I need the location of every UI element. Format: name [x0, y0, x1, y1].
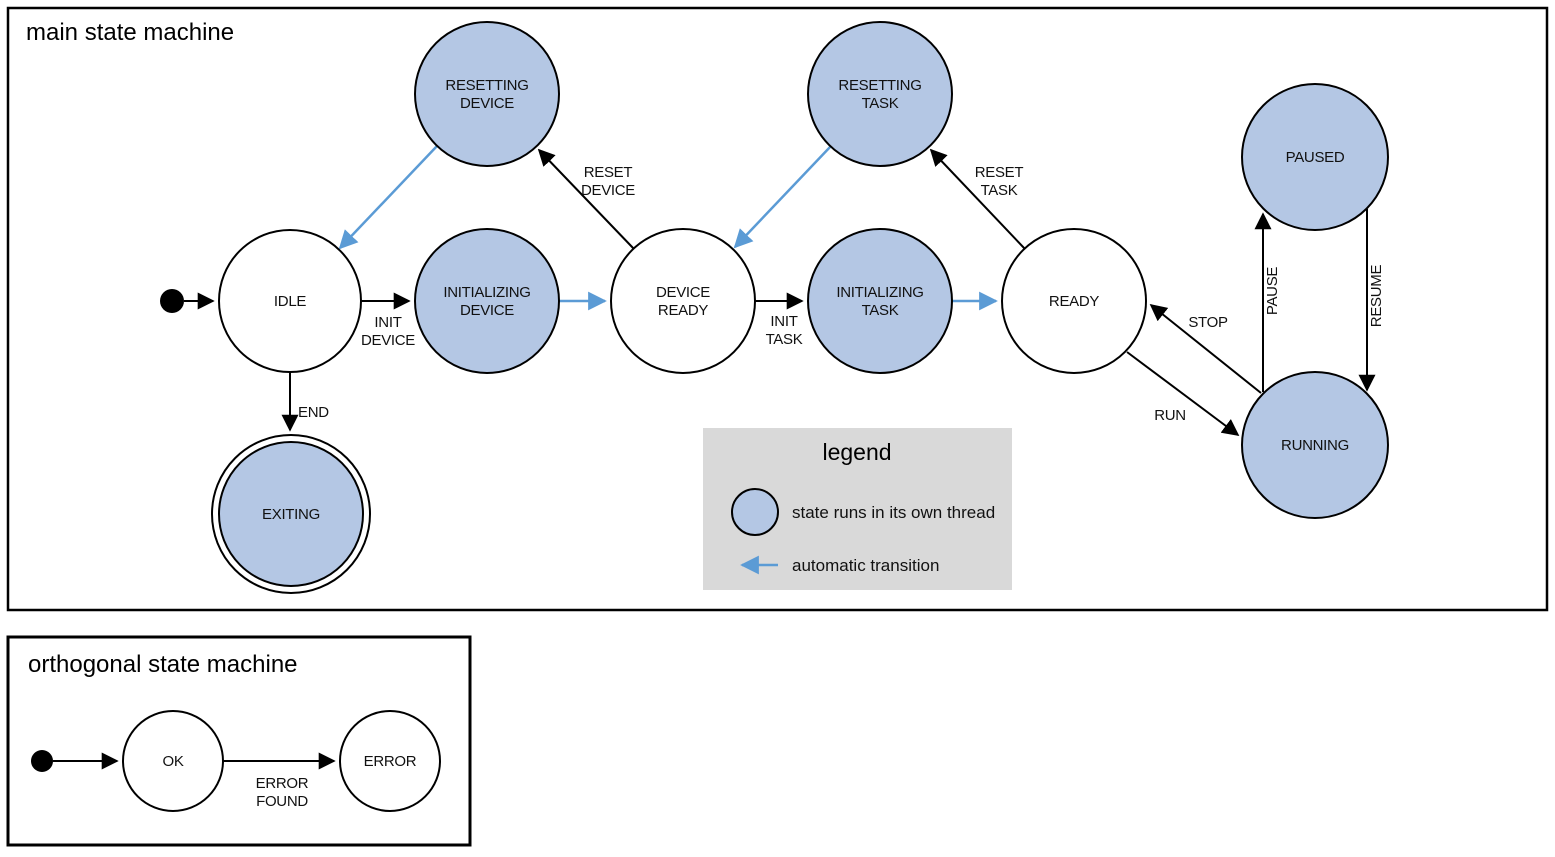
main-panel-title: main state machine	[26, 19, 234, 46]
state-label: RESETTING	[445, 77, 528, 94]
state-circle	[807, 21, 953, 167]
transition-run	[1126, 351, 1240, 437]
state-label: INITIALIZING	[836, 284, 923, 301]
state-circle	[414, 21, 560, 167]
orthogonal-initial-state-dot	[31, 750, 53, 772]
transition-reset-task	[929, 148, 1026, 250]
state-label: EXITING	[262, 506, 320, 523]
state-circle	[1001, 228, 1147, 374]
state-circle	[807, 228, 953, 374]
transition-label-error-found-line2: FOUND	[256, 793, 308, 810]
transition-stop	[1149, 303, 1262, 394]
transition-label-init-task-line1: INIT	[770, 313, 797, 330]
legend-panel: legend state runs in its own thread auto…	[703, 428, 1012, 590]
transition-label-stop: STOP	[1188, 314, 1228, 331]
legend-title: legend	[822, 439, 891, 465]
state-error: ERROR	[339, 710, 441, 812]
state-label: DEVICE	[460, 95, 514, 112]
state-label: RESETTING	[838, 77, 921, 94]
state-label: OK	[162, 753, 183, 770]
transition-label-reset-device-line1: RESET	[584, 164, 633, 181]
state-label: RUNNING	[1281, 437, 1349, 454]
main-state-machine-panel	[6, 6, 1549, 612]
state-resetting-device: RESETTING DEVICE	[414, 21, 560, 167]
state-resetting-task: RESETTING TASK	[807, 21, 953, 167]
state-circle	[218, 229, 362, 373]
state-circle	[610, 228, 756, 374]
state-label: TASK	[862, 302, 899, 319]
state-label: READY	[1049, 293, 1099, 310]
initial-state-dot	[160, 289, 184, 313]
legend-threaded-state-swatch	[731, 488, 779, 536]
state-label: DEVICE	[460, 302, 514, 319]
state-idle: IDLE	[218, 229, 362, 373]
state-label: ERROR	[364, 753, 417, 770]
state-ready: READY	[1001, 228, 1147, 374]
state-circle	[1241, 83, 1389, 231]
state-circle	[339, 710, 441, 812]
state-initializing-task: INITIALIZING TASK	[807, 228, 953, 374]
state-label: READY	[658, 302, 708, 319]
auto-transition-resetting-device-to-idle	[338, 145, 438, 250]
state-circle	[414, 228, 560, 374]
legend-auto-item-label: automatic transition	[792, 556, 939, 575]
transition-label-run: RUN	[1154, 407, 1186, 424]
state-label: TASK	[862, 95, 899, 112]
transition-label-resume: RESUME	[1368, 265, 1385, 328]
state-paused: PAUSED	[1241, 83, 1389, 231]
orthogonal-state-machine-panel	[6, 635, 472, 847]
auto-transition-resetting-task-to-device-ready	[733, 145, 832, 249]
state-label: PAUSED	[1286, 149, 1345, 166]
transition-label-init-device-line2: DEVICE	[361, 332, 415, 349]
legend-thread-item-label: state runs in its own thread	[792, 503, 995, 522]
transition-label-init-task-line2: TASK	[766, 331, 803, 348]
transition-label-pause: PAUSE	[1264, 267, 1281, 316]
state-initializing-device: INITIALIZING DEVICE	[414, 228, 560, 374]
orthogonal-panel-title: orthogonal state machine	[28, 651, 298, 678]
transition-reset-device	[537, 148, 635, 250]
transition-label-end: END	[298, 404, 329, 421]
state-running: RUNNING	[1241, 371, 1389, 519]
transition-label-reset-task-line2: TASK	[981, 182, 1018, 199]
state-label: DEVICE	[656, 284, 710, 301]
state-label: IDLE	[274, 293, 306, 310]
state-circle	[1241, 371, 1389, 519]
transition-label-init-device-line1: INIT	[374, 314, 401, 331]
transition-label-reset-task-line1: RESET	[975, 164, 1024, 181]
state-exiting-final: EXITING	[211, 434, 371, 594]
state-device-ready: DEVICE READY	[610, 228, 756, 374]
final-state-inner-circle	[218, 441, 364, 587]
state-ok: OK	[122, 710, 224, 812]
transition-label-reset-device-line2: DEVICE	[581, 182, 635, 199]
state-label: INITIALIZING	[443, 284, 530, 301]
transition-label-error-found-line1: ERROR	[256, 775, 309, 792]
